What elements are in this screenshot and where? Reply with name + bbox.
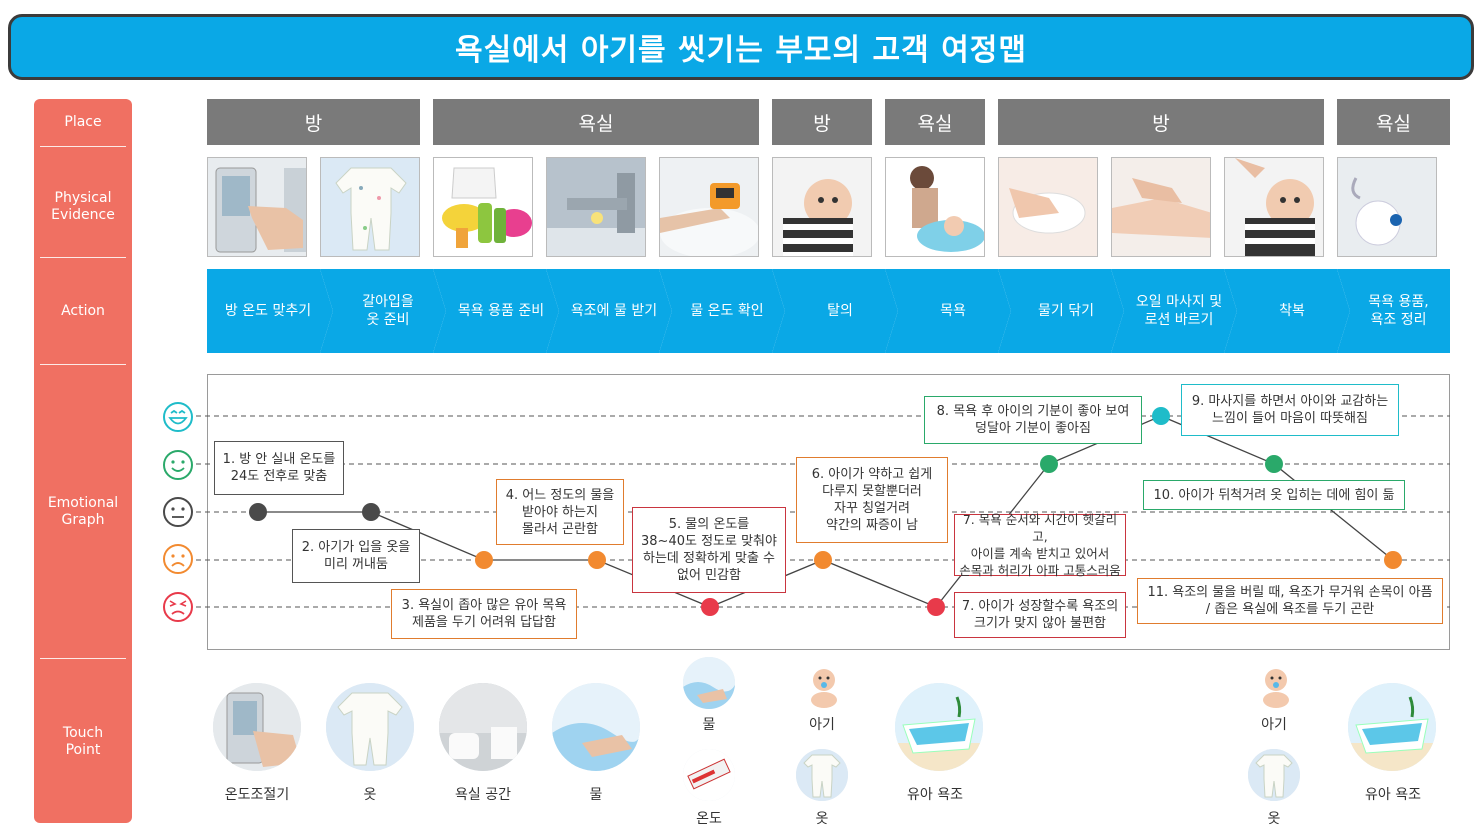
emotion-point bbox=[362, 503, 380, 521]
thermostat-touchpoint-image bbox=[213, 683, 301, 771]
emotion-note-6: 6. 아이가 약하고 쉽게 다루지 못할뿐더러 자꾸 칭얼거려 약간의 짜증이 … bbox=[796, 457, 948, 543]
sidebar: Place Physical Evidence Action Emotional… bbox=[34, 99, 132, 823]
emotion-point bbox=[249, 503, 267, 521]
bath-products-photo bbox=[433, 157, 533, 257]
bathroom-wall-photo bbox=[1337, 157, 1437, 257]
action-step: 목욕 용품, 욕조 정리 bbox=[1337, 269, 1450, 353]
emotion-note-10: 10. 아이가 뒤척거려 옷 입히는 데에 힘이 듦 bbox=[1143, 480, 1405, 510]
water-touchpoint-image bbox=[683, 657, 735, 709]
touchpoint-label: 아기 bbox=[809, 717, 835, 733]
action-step: 물기 닦기 bbox=[998, 269, 1124, 353]
emotion-note-11: 11. 욕조의 물을 버릴 때, 욕조가 무거워 손목이 아픔 / 좁은 욕실에… bbox=[1137, 578, 1443, 624]
touchpoint-label: 유아 욕조 bbox=[907, 787, 963, 803]
emotion-note-2: 2. 아기가 입을 옷을 미리 꺼내둠 bbox=[292, 529, 420, 583]
emotion-note-3: 3. 욕실이 좁아 많은 유아 목욕 제품을 두기 어려워 답답함 bbox=[391, 589, 577, 639]
clothes-touchpoint-image bbox=[1248, 749, 1300, 801]
sidebar-divider bbox=[40, 364, 126, 365]
place-room: 방 bbox=[772, 99, 872, 145]
action-step: 방 온도 맞추기 bbox=[207, 269, 333, 353]
emotion-note-5: 5. 물의 온도를 38~40도 정도로 맞춰야 하는데 정확하게 맞출 수 없… bbox=[632, 507, 786, 593]
touchpoint-label: 온도 bbox=[696, 811, 722, 827]
massage-photo bbox=[1111, 157, 1211, 257]
clothes-touchpoint-image bbox=[796, 749, 848, 801]
row-label-place: Place bbox=[64, 113, 102, 130]
emotion-point bbox=[701, 598, 719, 616]
touchpoint-label: 아기 bbox=[1261, 717, 1287, 733]
happy-face-icon bbox=[162, 449, 194, 485]
touchpoint-label: 물 bbox=[702, 717, 716, 733]
bathroom-touchpoint-image bbox=[439, 683, 527, 771]
row-label-emotional-graph: Emotional Graph bbox=[47, 495, 119, 528]
emotion-point bbox=[475, 551, 493, 569]
action-step: 착복 bbox=[1224, 269, 1350, 353]
place-bathroom: 욕실 bbox=[433, 99, 759, 145]
action-step: 목욕 bbox=[885, 269, 1011, 353]
thermometer-touchpoint-image bbox=[683, 749, 735, 801]
emotion-note-8: 8. 목욕 후 아이의 기분이 좋아 보여 덩달아 기분이 좋아짐 bbox=[924, 396, 1142, 444]
row-label-physical-evidence: Physical Evidence bbox=[51, 190, 115, 223]
action-step: 탈의 bbox=[772, 269, 898, 353]
emotion-point bbox=[1384, 551, 1402, 569]
touchpoint-label: 옷 bbox=[1267, 811, 1281, 827]
undressing-baby-photo bbox=[772, 157, 872, 257]
emotion-note-9: 9. 마사지를 하면서 아이와 교감하는 느낌이 들어 마음이 따뜻해짐 bbox=[1181, 384, 1399, 436]
row-label-touch-point: Touch Point bbox=[62, 724, 104, 758]
action-step: 목욕 용품 준비 bbox=[433, 269, 559, 353]
action-step: 오일 마사지 및 로션 바르기 bbox=[1111, 269, 1237, 353]
baby-tub-touchpoint-image bbox=[1348, 683, 1436, 771]
drying-photo bbox=[998, 157, 1098, 257]
baby-tub-touchpoint-image bbox=[895, 683, 983, 771]
row-label-action: Action bbox=[61, 302, 105, 319]
sidebar-divider bbox=[40, 257, 126, 258]
baby-touchpoint-image bbox=[804, 664, 844, 708]
place-room: 방 bbox=[207, 99, 420, 145]
touchpoint-label: 유아 욕조 bbox=[1365, 787, 1421, 803]
emotion-point bbox=[1040, 455, 1058, 473]
touchpoint-label: 옷 bbox=[815, 811, 829, 827]
emotion-point bbox=[927, 598, 945, 616]
dressing-baby-photo bbox=[1224, 157, 1324, 257]
emotion-note-7a: 7. 목욕 순서와 시간이 헷갈리고, 아이를 계속 받치고 있어서 손목과 허… bbox=[954, 512, 1126, 578]
place-bathroom: 욕실 bbox=[1337, 99, 1450, 145]
touchpoint-label: 온도조절기 bbox=[224, 787, 290, 803]
bathing-baby-photo bbox=[885, 157, 985, 257]
baby-touchpoint-image bbox=[1256, 664, 1296, 708]
emotion-note-7b: 7. 아이가 성장할수록 욕조의 크기가 맞지 않아 불편함 bbox=[954, 592, 1126, 638]
clothes-photo bbox=[320, 157, 420, 257]
emotion-point bbox=[588, 551, 606, 569]
water-touchpoint-image bbox=[552, 683, 640, 771]
sidebar-divider bbox=[40, 146, 126, 147]
emotion-point bbox=[1152, 407, 1170, 425]
touchpoint-label: 욕실 공간 bbox=[455, 787, 511, 803]
action-step: 욕조에 물 받기 bbox=[546, 269, 672, 353]
faucet-photo bbox=[546, 157, 646, 257]
emotion-note-4: 4. 어느 정도의 물을 받아야 하는지 몰라서 곤란함 bbox=[496, 479, 624, 545]
action-step: 갈아입을 옷 준비 bbox=[320, 269, 446, 353]
action-step: 물 온도 확인 bbox=[659, 269, 785, 353]
angry-face-icon bbox=[162, 591, 194, 627]
place-bathroom: 욕실 bbox=[885, 99, 985, 145]
page-title: 욕실에서 아기를 씻기는 부모의 고객 여정맵 bbox=[8, 14, 1474, 80]
neutral-face-icon bbox=[162, 496, 194, 532]
thermostat-photo bbox=[207, 157, 307, 257]
emotion-note-1: 1. 방 안 실내 온도를 24도 전후로 맞춤 bbox=[214, 441, 344, 495]
sad-face-icon bbox=[162, 543, 194, 579]
sidebar-divider bbox=[40, 658, 126, 659]
touchpoint-label: 물 bbox=[589, 787, 603, 803]
clothes-touchpoint-image bbox=[326, 683, 414, 771]
place-room: 방 bbox=[998, 99, 1324, 145]
emotion-point bbox=[1265, 455, 1283, 473]
water-temperature-check-photo bbox=[659, 157, 759, 257]
touchpoint-label: 옷 bbox=[363, 787, 377, 803]
very-happy-face-icon bbox=[162, 401, 194, 437]
emotion-point bbox=[814, 551, 832, 569]
